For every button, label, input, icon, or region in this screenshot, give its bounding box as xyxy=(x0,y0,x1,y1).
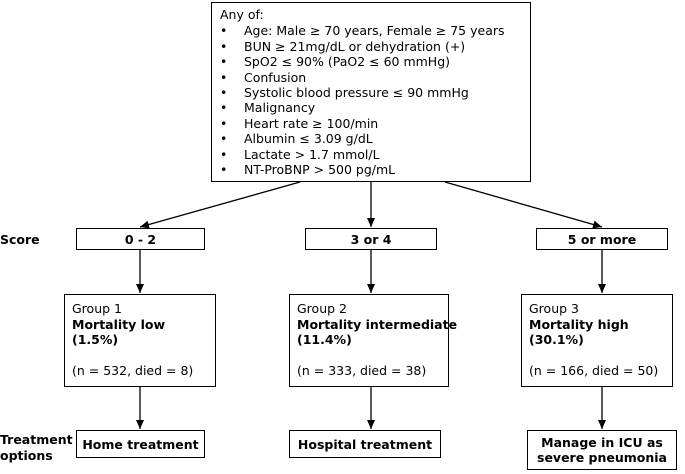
group-mortality-rate: (11.4%) xyxy=(297,332,352,347)
criteria-item: • Systolic blood pressure ≤ 90 mmHg xyxy=(220,85,522,100)
criteria-item-text: Confusion xyxy=(244,69,307,85)
treatment-text-line2: severe pneumonia xyxy=(537,450,667,465)
arrow-criteria-to-score-1 xyxy=(139,181,301,229)
criteria-item-text: Lactate > 1.7 mmol/L xyxy=(244,146,380,162)
criteria-item: • Lactate > 1.7 mmol/L xyxy=(220,147,522,162)
bullet-icon: • xyxy=(220,54,228,70)
treatment-options-label: Treatment options xyxy=(0,432,73,463)
score-box-1: 0 - 2 xyxy=(76,228,205,250)
group-box-3: Group 3 Mortality high (30.1%) (n = 166,… xyxy=(521,294,673,387)
criteria-item: • Heart rate ≥ 100/min xyxy=(220,116,522,131)
score-box-3: 5 or more xyxy=(536,228,668,250)
bullet-icon: • xyxy=(220,100,228,116)
score-value: 3 or 4 xyxy=(350,231,392,247)
group-mortality-rate: (1.5%) xyxy=(72,332,119,347)
treatment-text: Home treatment xyxy=(82,436,199,452)
arrow-criteria-to-score-3 xyxy=(444,181,603,229)
criteria-item-text: Systolic blood pressure ≤ 90 mmHg xyxy=(244,85,469,101)
criteria-item-text: Heart rate ≥ 100/min xyxy=(244,115,379,131)
criteria-item: • SpO2 ≤ 90% (PaO2 ≤ 60 mmHg) xyxy=(220,54,522,69)
criteria-item: • BUN ≥ 21mg/dL or dehydration (+) xyxy=(220,39,522,54)
treatment-box-1: Home treatment xyxy=(76,430,205,458)
score-value: 5 or more xyxy=(567,231,637,247)
group-box-2: Group 2 Mortality intermediate (11.4%) (… xyxy=(289,294,458,387)
bullet-icon: • xyxy=(220,85,228,101)
group-mortality-rate: (30.1%) xyxy=(529,332,584,347)
bullet-icon: • xyxy=(220,38,228,54)
group-name: Group 3 xyxy=(529,301,579,316)
score-value: 0 - 2 xyxy=(124,231,157,247)
treatment-label-line1: Treatment xyxy=(0,432,73,447)
criteria-header: Any of: xyxy=(220,7,264,22)
bullet-icon: • xyxy=(220,146,228,162)
group-name: Group 2 xyxy=(297,301,347,316)
treatment-box-3: Manage in ICU as severe pneumonia xyxy=(527,430,677,470)
criteria-item: • Albumin ≤ 3.09 g/dL xyxy=(220,131,522,146)
criteria-item-text: NT-ProBNP > 500 pg/mL xyxy=(244,162,396,178)
criteria-item: • Malignancy xyxy=(220,100,522,115)
criteria-item-text: Age: Male ≥ 70 years, Female ≥ 75 years xyxy=(244,23,505,39)
group-counts: (n = 166, died = 50) xyxy=(529,362,659,378)
group-mortality: Mortality high xyxy=(529,316,629,332)
bullet-icon: • xyxy=(220,115,228,131)
treatment-text-line1: Manage in ICU as xyxy=(541,434,663,450)
criteria-item-text: SpO2 ≤ 90% (PaO2 ≤ 60 mmHg) xyxy=(244,54,451,70)
criteria-item-text: BUN ≥ 21mg/dL or dehydration (+) xyxy=(244,38,466,54)
group-box-1: Group 1 Mortality low (1.5%) (n = 532, d… xyxy=(64,294,216,387)
score-box-2: 3 or 4 xyxy=(305,228,437,250)
criteria-item: • Confusion xyxy=(220,70,522,85)
treatment-box-2: Hospital treatment xyxy=(289,430,441,458)
treatment-text: Hospital treatment xyxy=(297,436,433,452)
score-row-label: Score xyxy=(0,232,40,247)
bullet-icon: • xyxy=(220,69,228,85)
group-mortality: Mortality low xyxy=(72,316,166,332)
treatment-label-line2: options xyxy=(0,447,53,463)
bullet-icon: • xyxy=(220,162,228,178)
bullet-icon: • xyxy=(220,23,228,39)
group-mortality: Mortality intermediate xyxy=(297,316,458,332)
group-counts: (n = 333, died = 38) xyxy=(297,362,427,378)
criteria-item-text: Malignancy xyxy=(244,100,316,116)
criteria-item: • NT-ProBNP > 500 pg/mL xyxy=(220,162,522,177)
criteria-item: • Age: Male ≥ 70 years, Female ≥ 75 years xyxy=(220,23,522,38)
bullet-icon: • xyxy=(220,131,228,147)
criteria-box: Any of: • Age: Male ≥ 70 years, Female ≥ … xyxy=(211,2,531,182)
group-counts: (n = 532, died = 8) xyxy=(72,362,194,378)
criteria-item-text: Albumin ≤ 3.09 g/dL xyxy=(244,131,373,147)
criteria-list: • Age: Male ≥ 70 years, Female ≥ 75 years… xyxy=(220,23,522,177)
group-name: Group 1 xyxy=(72,301,122,316)
